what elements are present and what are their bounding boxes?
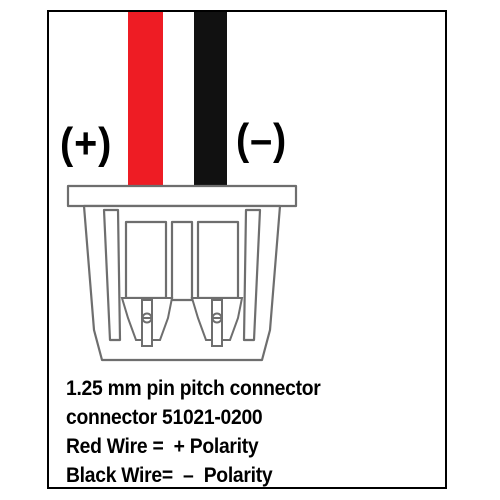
positive-polarity-label: (+) bbox=[60, 119, 113, 168]
black-wire bbox=[194, 12, 227, 186]
housing-inner-wall-right bbox=[242, 208, 262, 342]
housing-center-divider bbox=[170, 220, 194, 302]
negative-polarity-label: (–) bbox=[236, 115, 288, 164]
red-wire bbox=[128, 12, 163, 186]
caption-line-black-wire: Black Wire= – Polarity bbox=[66, 464, 273, 487]
caption-line-part-number: connector 51021-0200 bbox=[66, 406, 263, 429]
housing-inner-wall-left bbox=[102, 208, 122, 342]
caption-block: 1.25 mm pin pitch connector connector 51… bbox=[66, 374, 436, 490]
pin-terminal-right bbox=[190, 297, 244, 347]
pin-terminal-left bbox=[120, 297, 174, 347]
housing-top-flange bbox=[66, 184, 298, 208]
connector-housing bbox=[66, 184, 298, 362]
caption-line-red-wire: Red Wire = + Polarity bbox=[66, 435, 259, 458]
caption-line-pitch: 1.25 mm pin pitch connector bbox=[66, 377, 321, 400]
